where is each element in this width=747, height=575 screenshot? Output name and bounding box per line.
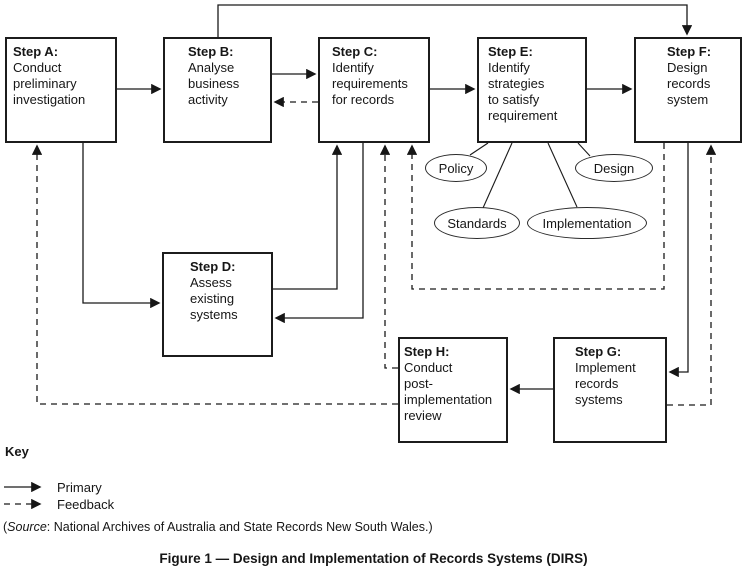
step-f-line: Design xyxy=(667,60,708,75)
line-e-to-standards xyxy=(482,142,513,209)
arrow-b-top-to-f xyxy=(217,4,693,37)
policy-oval: Policy xyxy=(425,154,487,182)
step-g-box: Step G: Implement records systems xyxy=(553,337,667,443)
step-g-title: Step G: xyxy=(575,344,622,359)
key-primary-label: Primary xyxy=(57,480,102,495)
step-f-title: Step F: xyxy=(667,44,712,59)
design-label: Design xyxy=(593,160,635,176)
step-h-line: post- xyxy=(404,376,433,391)
step-c-line: Identify xyxy=(332,60,374,75)
step-g-line: systems xyxy=(575,392,623,407)
step-a-line: preliminary xyxy=(13,76,77,91)
step-g-line: Implement xyxy=(575,360,636,375)
step-h-line: Conduct xyxy=(404,360,453,375)
step-b-line: business xyxy=(188,76,240,91)
feedback-arrow-h-to-c xyxy=(379,144,398,369)
step-e-line: strategies xyxy=(488,76,545,91)
step-b-line: activity xyxy=(188,92,228,107)
step-c-line: for records xyxy=(332,92,395,107)
key-heading: Key xyxy=(5,444,29,459)
standards-label: Standards xyxy=(447,215,507,231)
step-b-title: Step B: xyxy=(188,44,234,59)
line-e-to-design xyxy=(577,142,591,157)
arrow-c-to-d xyxy=(274,143,364,324)
source-open-paren: ( xyxy=(3,520,8,534)
implementation-oval: Implementation xyxy=(527,207,647,239)
figure-caption: Figure 1 — Design and Implementation of … xyxy=(159,551,588,566)
step-f-box: Step F: Design records system xyxy=(634,37,742,143)
step-e-line: to satisfy xyxy=(488,92,540,107)
line-e-to-policy xyxy=(469,142,489,156)
step-h-line: review xyxy=(404,408,442,423)
key-feedback-label: Feedback xyxy=(57,497,115,512)
step-d-box: Step D: Assess existing systems xyxy=(162,252,273,357)
source-note: (Source: National Archives of Australia … xyxy=(3,520,433,534)
step-c-title: Step C: xyxy=(332,44,378,59)
step-e-box: Step E: Identify strategies to satisfy r… xyxy=(477,37,587,143)
step-f-line: system xyxy=(667,92,709,107)
step-d-title: Step D: xyxy=(190,259,236,274)
step-e-line: requirement xyxy=(488,108,558,123)
policy-label: Policy xyxy=(438,160,474,176)
source-text: : National Archives of Australia and Sta… xyxy=(46,520,433,534)
step-f-line: records xyxy=(667,76,711,91)
step-a-title: Step A: xyxy=(13,44,59,59)
step-h-title: Step H: xyxy=(404,344,450,359)
step-e-title: Step E: xyxy=(488,44,533,59)
arrow-a-to-d xyxy=(82,143,161,309)
standards-oval: Standards xyxy=(434,207,520,239)
step-d-line: existing xyxy=(190,291,235,306)
design-oval: Design xyxy=(575,154,653,182)
line-e-to-implementation xyxy=(547,142,578,208)
step-d-line: systems xyxy=(190,307,238,322)
source-word: Source xyxy=(7,520,47,534)
step-b-line: Analyse xyxy=(188,60,235,75)
step-c-box: Step C: Identify requirements for record… xyxy=(318,37,430,143)
step-d-line: Assess xyxy=(190,275,232,290)
step-a-line: Conduct xyxy=(13,60,62,75)
implementation-label: Implementation xyxy=(542,215,632,231)
step-a-box: Step A: Conduct preliminary investigatio… xyxy=(5,37,117,143)
feedback-arrow-g-to-f xyxy=(667,144,717,406)
step-c-line: requirements xyxy=(332,76,408,91)
step-g-line: records xyxy=(575,376,619,391)
step-b-box: Step B: Analyse business activity xyxy=(163,37,272,143)
step-h-box: Step H: Conduct post- implementation rev… xyxy=(398,337,508,443)
step-a-line: investigation xyxy=(13,92,86,107)
arrow-f-to-g xyxy=(668,143,689,378)
step-h-line: implementation xyxy=(404,392,493,407)
arrow-d-to-c xyxy=(273,144,343,290)
step-e-line: Identify xyxy=(488,60,530,75)
